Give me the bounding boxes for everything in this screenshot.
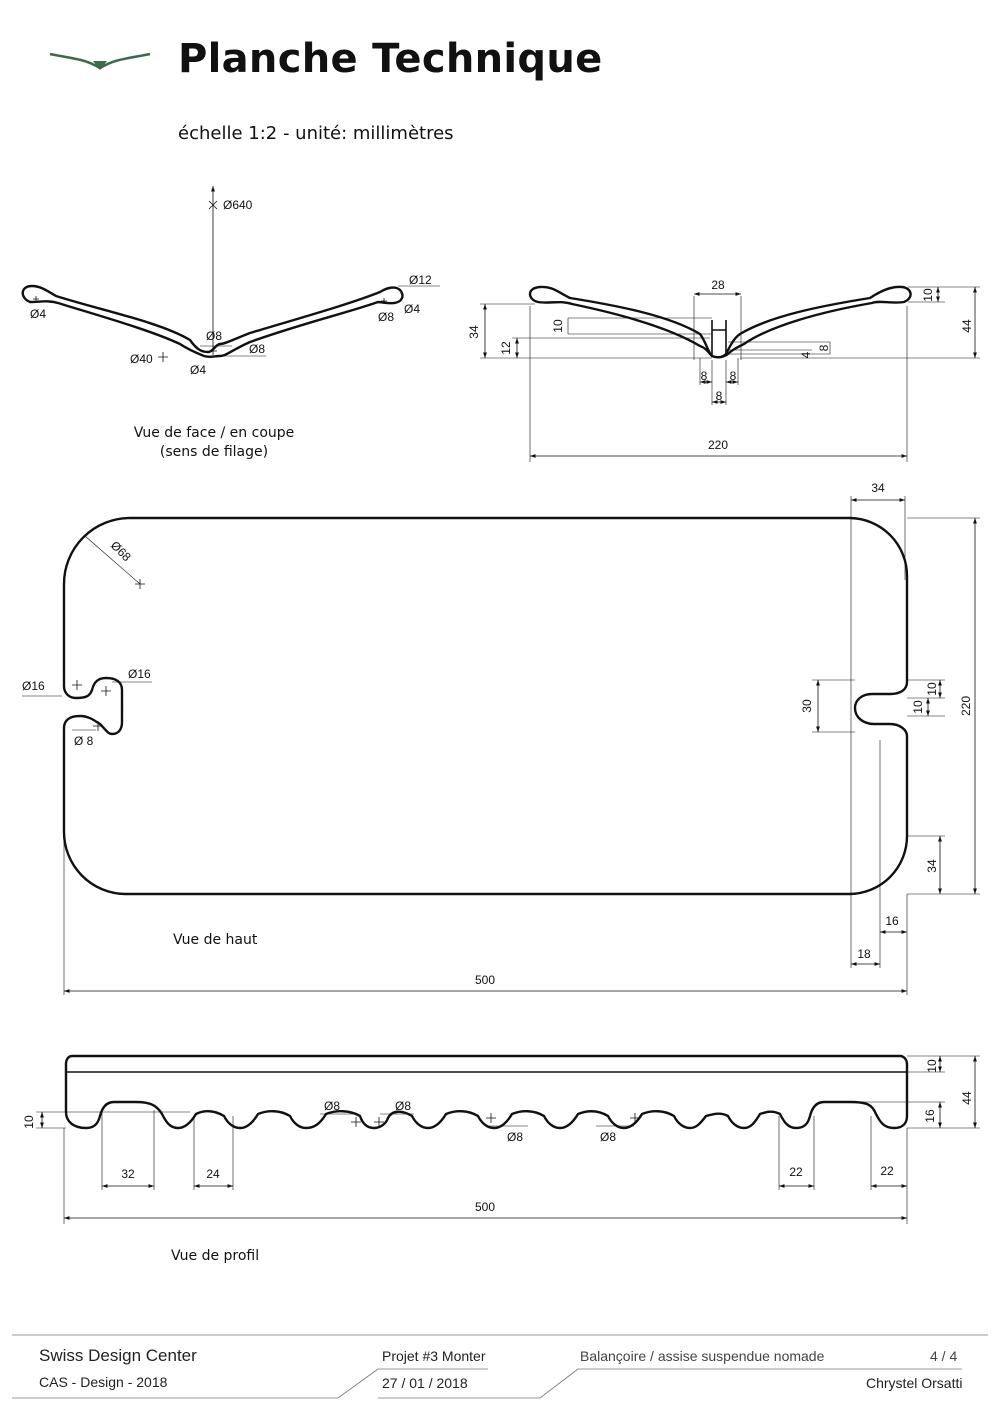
footer-course: CAS - Design - 2018: [39, 1374, 168, 1390]
front-view-sublabel: (sens de filage): [160, 444, 268, 460]
dim-width-220: 220: [708, 438, 728, 452]
dim-leg-width-22-a: 22: [789, 1165, 803, 1179]
dim-corner-34: 34: [871, 481, 885, 495]
profile-view-label: Vue de profil: [171, 1248, 259, 1264]
front-seat-outline: [21, 284, 404, 359]
dim-diameter-8-bottom: Ø8: [249, 342, 265, 356]
footer-author: Chrystel Orsatti: [866, 1375, 963, 1391]
dim-height-12: 12: [499, 341, 513, 355]
dim-diameter-8-right: Ø8: [378, 310, 394, 324]
top-view: [22, 496, 980, 995]
dim-leg-width-32: 32: [121, 1167, 135, 1181]
footer-date: 27 / 01 / 2018: [382, 1375, 468, 1391]
top-seat-outline: [62, 516, 909, 896]
dim-height-34: 34: [467, 325, 481, 339]
dim-depth-4: 4: [799, 351, 813, 358]
dim-leg-width-22-b: 22: [880, 1164, 894, 1178]
dim-groove-diameter-8-d: Ø8: [600, 1130, 616, 1144]
footer-page-number: 4 / 4: [930, 1348, 958, 1364]
top-view-label: Vue de haut: [173, 932, 258, 948]
top-view-labels: Ø68 34 220 30 10 10 Ø16 Ø16 Ø 8 34 16 18…: [22, 481, 973, 987]
footer-project: Projet #3 Monter: [382, 1348, 486, 1364]
dim-length-500-profile: 500: [475, 1200, 495, 1214]
dim-leg-10: 10: [22, 1115, 36, 1129]
dim-18: 18: [857, 947, 871, 961]
footer-org: Swiss Design Center: [39, 1346, 197, 1365]
dim-diameter-40: Ø40: [130, 352, 153, 366]
dim-notch-30: 30: [800, 699, 814, 713]
dim-total-height-44: 44: [960, 1091, 974, 1105]
dim-width-28: 28: [711, 278, 725, 292]
dim-notch-10-lower: 10: [911, 700, 925, 714]
profile-view: [36, 1054, 980, 1224]
dim-bottom-corner-34: 34: [925, 859, 939, 873]
profile-view-labels: 10 44 10 16 Ø8 Ø8 Ø8 Ø8 32 24 22 22 500 …: [22, 1059, 974, 1264]
footer-frame: [12, 1334, 988, 1399]
dim-thickness-10: 10: [925, 1059, 939, 1073]
dim-notch-diameter-16-right: Ø16: [128, 667, 151, 681]
scale-subtitle: échelle 1:2 - unité: millimètres: [178, 123, 454, 144]
dim-height-44: 44: [960, 319, 974, 333]
footer-description: Balançoire / assise suspendue nomade: [580, 1348, 825, 1364]
dim-depth-220: 220: [959, 696, 973, 716]
logo-swing-icon: [49, 52, 151, 70]
dim-leg-16: 16: [923, 1109, 937, 1123]
dim-corner-diameter-68: Ø68: [108, 538, 134, 564]
front-view-labels: Ø640 Ø12 Ø4 Ø8 Ø4 Ø8 Ø8 Ø40 Ø4 Vue de fa…: [30, 198, 432, 460]
front-view-label: Vue de face / en coupe: [134, 425, 295, 441]
dim-depth-8: 8: [817, 344, 831, 351]
dim-notch-diameter-16-left: Ø16: [22, 679, 45, 693]
section-seat-outline: [528, 285, 912, 359]
dim-slot-10: 10: [551, 319, 565, 333]
dim-groove-diameter-8-b: Ø8: [395, 1099, 411, 1113]
dim-leg-width-24: 24: [206, 1167, 220, 1181]
page-title: Planche Technique: [178, 36, 603, 82]
dim-notch-10-upper: 10: [925, 682, 939, 696]
dim-lip-10: 10: [921, 288, 935, 302]
dim-groove-diameter-8-a: Ø8: [324, 1099, 340, 1113]
dim-16: 16: [885, 914, 899, 928]
front-view: [21, 186, 440, 362]
dim-slot-width-8: 8: [716, 389, 723, 403]
dim-right-8: 8: [730, 369, 737, 383]
dim-diameter-4-left: Ø4: [30, 307, 46, 321]
dim-diameter-4-right: Ø4: [404, 302, 420, 316]
dim-diameter-640: Ø640: [223, 198, 253, 212]
dim-length-500-top: 500: [475, 973, 495, 987]
section-view-labels: 28 10 44 34 10 12 8 4 8 8 8 220: [467, 278, 974, 452]
dim-diameter-12: Ø12: [409, 273, 432, 287]
dim-diameter-8-center: Ø8: [206, 329, 222, 343]
dim-groove-diameter-8-c: Ø8: [507, 1130, 523, 1144]
dim-left-8: 8: [701, 369, 708, 383]
dim-notch-diameter-8: Ø 8: [74, 734, 94, 748]
dim-diameter-4-bottom: Ø4: [190, 363, 206, 377]
section-view: [480, 285, 980, 462]
profile-seat-outline: [64, 1054, 909, 1130]
